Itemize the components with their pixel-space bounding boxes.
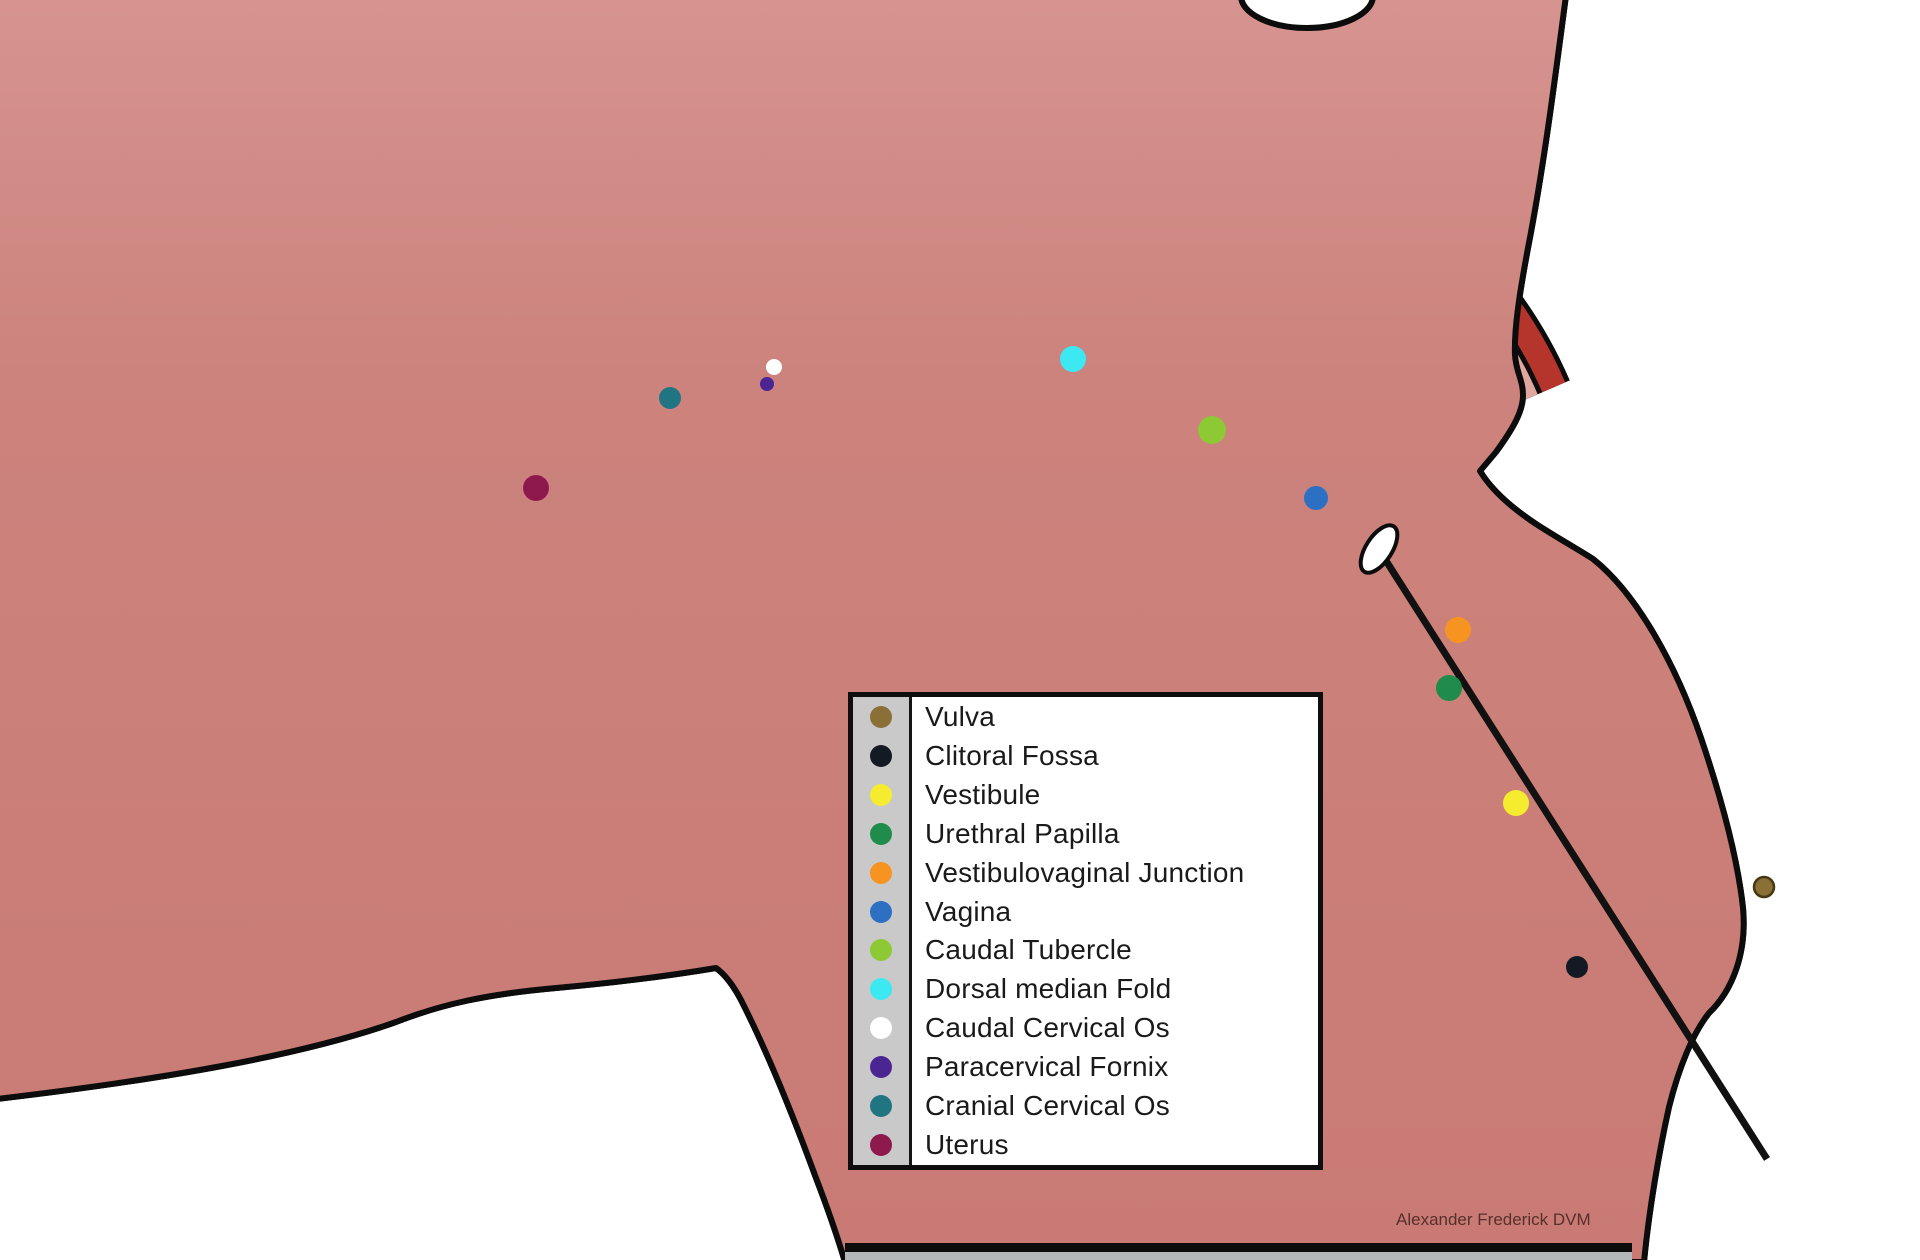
legend-color-dot xyxy=(870,939,892,962)
legend-color-dot xyxy=(870,1056,892,1079)
top-notch xyxy=(1238,0,1376,31)
legend-color-dot xyxy=(870,978,892,1001)
caudal-cervical-os-marker xyxy=(766,359,782,375)
paracervical-fornix-marker xyxy=(760,377,774,391)
clitoral-fossa-marker xyxy=(1566,956,1588,978)
swab-shaft xyxy=(1380,554,1770,1161)
legend-item: Caudal Cervical Os xyxy=(853,1009,1318,1047)
dorsal-median-fold-marker xyxy=(1060,346,1086,372)
vestibulovaginal-junction-marker xyxy=(1445,617,1471,643)
bottom-bar xyxy=(845,1243,1632,1260)
swab xyxy=(1358,523,1770,1161)
legend-color-dot xyxy=(870,783,892,806)
caudal-tubercle-marker xyxy=(1198,416,1226,444)
legend-item-label: Urethral Papilla xyxy=(925,817,1120,849)
legend-color-dot xyxy=(870,705,892,728)
legend-item: Vulva xyxy=(853,698,1318,736)
legend-color-dot xyxy=(870,822,892,845)
legend-item-label: Clitoral Fossa xyxy=(925,739,1099,771)
legend-item-label: Caudal Cervical Os xyxy=(925,1012,1170,1044)
legend-item: Urethral Papilla xyxy=(853,815,1318,853)
urethral-papilla-marker xyxy=(1436,675,1462,701)
legend-item: Dorsal median Fold xyxy=(853,970,1318,1008)
artist-credit: Alexander Frederick DVM xyxy=(1396,1210,1591,1229)
vulva-marker xyxy=(1752,875,1776,899)
uterus-marker xyxy=(523,475,549,501)
legend-item-label: Vulva xyxy=(925,700,996,732)
legend-color-strip xyxy=(853,697,912,1165)
legend-item: Uterus xyxy=(853,1126,1318,1164)
legend-item: Vestibule xyxy=(853,776,1318,814)
legend-item: Cranial Cervical Os xyxy=(853,1087,1318,1125)
legend-item-label: Uterus xyxy=(925,1129,1009,1161)
legend-item-label: Vestibulovaginal Junction xyxy=(925,856,1245,888)
vagina-marker xyxy=(1304,486,1328,510)
legend-color-dot xyxy=(870,1095,892,1118)
legend-item-label: Dorsal median Fold xyxy=(925,973,1172,1005)
legend-item-label: Vestibule xyxy=(925,778,1041,810)
legend-color-dot xyxy=(870,900,892,923)
legend-item: Vagina xyxy=(853,893,1318,931)
legend-color-dot xyxy=(870,1134,892,1157)
site-markers xyxy=(523,346,1776,978)
vestibule-marker xyxy=(1503,790,1529,816)
legend-item: Clitoral Fossa xyxy=(853,737,1318,775)
legend-item-label: Paracervical Fornix xyxy=(925,1051,1169,1083)
cranial-cervical-os-marker xyxy=(659,387,681,409)
legend-item: Paracervical Fornix xyxy=(853,1048,1318,1086)
legend-item-label: Caudal Tubercle xyxy=(925,934,1132,966)
swab-tip xyxy=(1358,523,1400,575)
legend-item-label: Vagina xyxy=(925,895,1012,927)
legend-color-dot xyxy=(870,1017,892,1040)
legend-color-dot xyxy=(870,744,892,767)
legend-item: Vestibulovaginal Junction xyxy=(853,854,1318,892)
legend-item-label: Cranial Cervical Os xyxy=(925,1090,1170,1122)
legend-item: Caudal Tubercle xyxy=(853,931,1318,969)
legend-color-dot xyxy=(870,861,892,884)
